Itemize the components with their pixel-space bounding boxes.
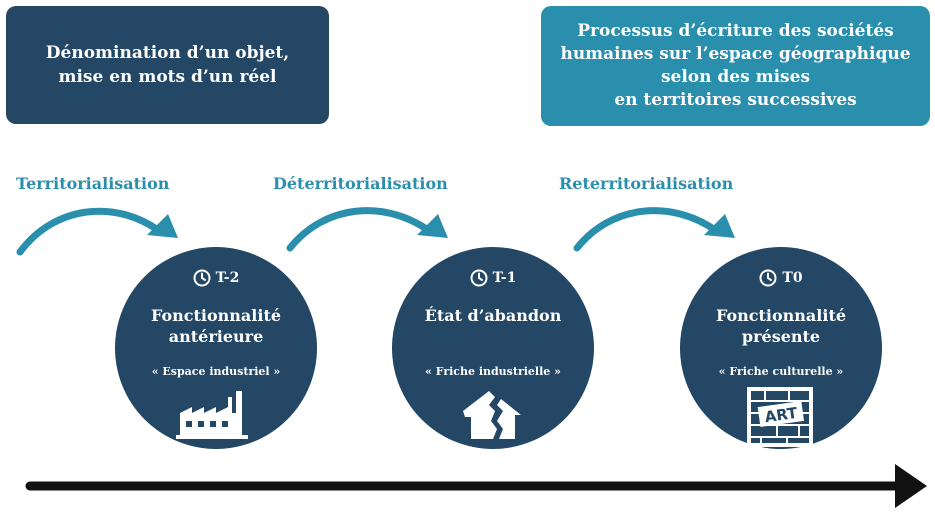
stage-time: T-2 (115, 269, 317, 287)
stage-quote: « Friche culturelle » (718, 365, 844, 378)
art-label: ART (764, 404, 800, 426)
definition-line: mise en mots d’un réel (58, 67, 277, 87)
stage-title-line: Fonctionnalité (150, 306, 282, 325)
stage-title-line: État d’abandon (424, 306, 562, 325)
stage-circle-t0: T0 Fonctionnalité présente « Friche cult… (680, 247, 882, 449)
clock-icon (759, 269, 777, 287)
process-line: selon des mises (660, 67, 811, 87)
clock-icon (470, 269, 488, 287)
phase-label-deterritorialisation: Déterritorialisation (273, 174, 448, 193)
broken-house-icon (463, 391, 521, 439)
stage-title: Fonctionnalité antérieure (123, 305, 309, 347)
definition-line: Dénomination d’un objet, (45, 43, 290, 63)
timeline-arrowhead (895, 464, 927, 508)
clock-icon (193, 269, 211, 287)
phase-arrow-2 (286, 207, 432, 252)
phase-arrowhead-1 (147, 214, 178, 238)
stage-title-line: Fonctionnalité (715, 306, 847, 325)
stage-quote: « Espace industriel » (151, 365, 281, 378)
stage-title-line: antérieure (168, 327, 264, 346)
stage-time-label: T-1 (492, 270, 517, 286)
stage-time: T-1 (392, 269, 594, 287)
phase-label-territorialisation: Territorialisation (16, 174, 170, 193)
process-line: humaines sur l’espace géographique (560, 44, 911, 64)
definition-box: Dénomination d’un objet, mise en mots d’… (6, 6, 329, 124)
art-wall-icon: ART (747, 387, 813, 447)
stage-quote: « Friche industrielle » (425, 365, 561, 378)
stage-time-label: T0 (782, 270, 803, 286)
stage-circle-t-2: T-2 Fonctionnalité antérieure « Espace i… (115, 247, 317, 449)
stage-circle-t-1: T-1 État d’abandon « Friche industrielle… (392, 247, 594, 449)
phase-arrowhead-3 (704, 214, 735, 238)
stage-title: Fonctionnalité présente (688, 305, 874, 347)
stage-time: T0 (680, 269, 882, 287)
factory-icon (176, 391, 248, 439)
stage-title: État d’abandon (400, 305, 586, 326)
process-line: Processus d’écriture des sociétés (577, 21, 894, 41)
phase-arrow-3 (573, 207, 719, 252)
stage-time-label: T-2 (215, 270, 240, 286)
stage-title-line: présente (741, 327, 821, 346)
process-box: Processus d’écriture des sociétés humain… (541, 6, 930, 126)
phase-arrowhead-2 (417, 214, 448, 238)
phase-label-reterritorialisation: Reterritorialisation (559, 174, 734, 193)
process-line: en territoires successives (614, 90, 857, 110)
phase-arrow-1 (16, 207, 162, 256)
